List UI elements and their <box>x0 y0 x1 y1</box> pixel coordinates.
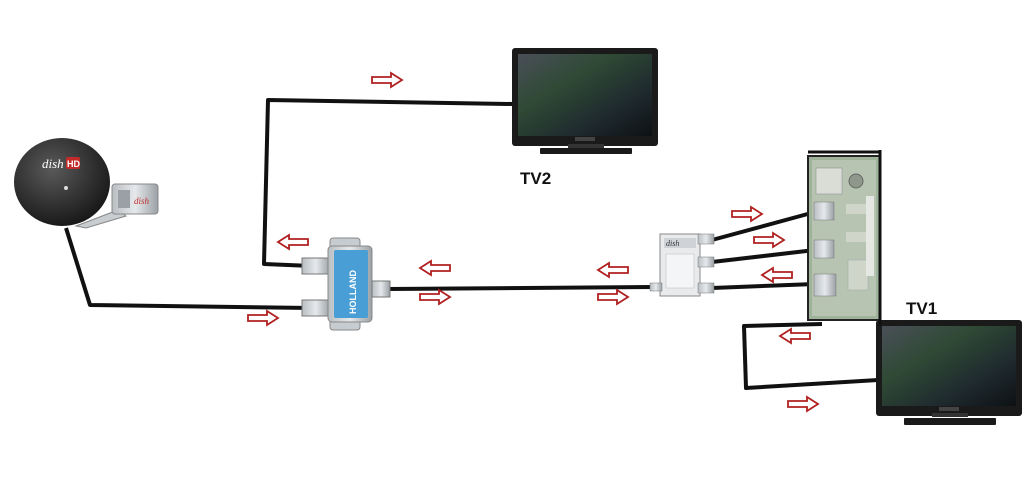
tv1-television-icon <box>876 320 1022 425</box>
signal-arrow-icon <box>778 327 811 345</box>
dish-logo-text: dish <box>42 156 64 171</box>
tv2-label: TV2 <box>520 169 551 188</box>
signal-arrow-icon <box>596 261 629 279</box>
receiver-back-panel-icon <box>807 150 882 326</box>
signal-arrow-icon <box>753 231 786 249</box>
signal-arrows <box>247 71 820 413</box>
diplexer-icon: dish <box>649 233 715 297</box>
cable-diplexer-to-receiver-1 <box>711 210 816 242</box>
signal-arrow-icon <box>276 233 309 251</box>
signal-arrow-icon <box>247 309 280 327</box>
cable-diplexer-to-receiver-3 <box>711 282 816 290</box>
signal-arrow-icon <box>371 71 404 89</box>
signal-arrow-icon <box>760 266 793 284</box>
cable-diplexer-to-receiver-2 <box>711 248 816 264</box>
splitter-brand-text: HOLLAND <box>348 270 358 314</box>
coax-splitter-icon: HOLLAND <box>301 237 391 331</box>
signal-arrow-icon <box>731 205 764 223</box>
signal-arrow-icon <box>419 288 452 306</box>
cable-dish-to-splitter <box>64 227 313 310</box>
cables <box>64 98 879 390</box>
cable-splitter-to-diplexer <box>387 285 656 291</box>
diplexer-brand-text: dish <box>666 239 679 248</box>
satellite-dish-icon: dish HD dish <box>14 138 159 229</box>
signal-arrow-icon <box>597 288 630 306</box>
signal-arrow-icon <box>787 395 820 413</box>
cable-receiver-to-tv1 <box>742 322 879 390</box>
dish-logo-suffix: HD <box>67 159 80 169</box>
lnb-logo-text: dish <box>134 196 150 206</box>
cable-splitter-to-tv2 <box>262 98 513 268</box>
signal-arrow-icon <box>418 259 451 277</box>
tv2-television-icon <box>512 48 658 154</box>
tv1-label: TV1 <box>906 299 937 318</box>
